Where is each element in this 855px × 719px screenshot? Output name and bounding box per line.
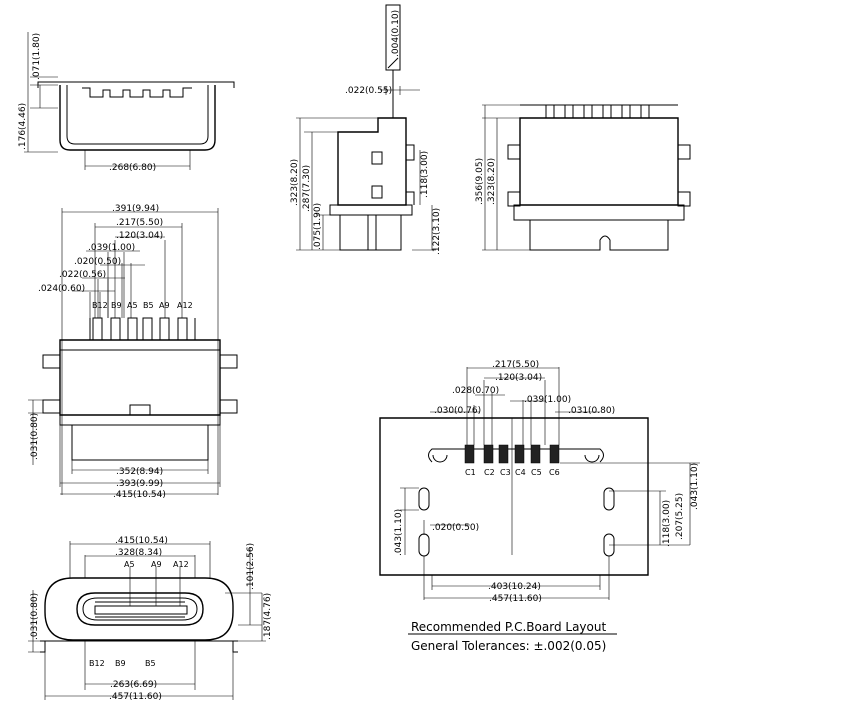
view-rear: .356(9.05) .323(8.20) (475, 104, 691, 251)
pin-label-b5: B5 (143, 301, 154, 310)
pin-label-a5: A5 (127, 301, 138, 310)
dim-h-287: .287(7.30) (302, 165, 312, 212)
view-front-top: .071(1.80) .176(4.46) .268(6.80) (18, 32, 235, 173)
dim-rear-h-356: .356(9.05) (475, 158, 485, 205)
dim-height-176: .176(4.46) (18, 103, 28, 150)
dim-pcb-h-118: .118(3.00) (662, 500, 672, 547)
dim-pin-022: .022(0.55) (345, 86, 392, 96)
pad-c1 (464, 444, 475, 464)
pad-c6 (549, 444, 560, 464)
dim-height-071: .071(1.80) (32, 33, 42, 80)
dim-pcb-w-217: .217(5.50) (492, 360, 539, 370)
dim-top-w-217: .217(5.50) (116, 218, 163, 228)
pcb-layout-title: Recommended P.C.Board Layout (411, 620, 606, 634)
dim-top-w-120: .120(3.04) (116, 231, 163, 241)
dim-h-118: .118(3.00) (420, 151, 430, 198)
pin-label-front-a12: A12 (173, 560, 189, 569)
dim-front-h-101: .101(2.56) (246, 543, 256, 590)
dim-pcb-h-207: .207(5.25) (675, 493, 685, 540)
dim-h-075: .075(1.90) (313, 203, 323, 250)
dim-front-w-328: .328(8.34) (115, 548, 162, 558)
dim-front-h-031: .031(0.80) (30, 593, 40, 640)
pin-label-front-b12: B12 (89, 659, 105, 668)
dim-width-268: .268(6.80) (109, 163, 156, 173)
dim-pcb-w-457: .457(11.60) (489, 594, 542, 604)
pin-label-b12: B12 (92, 301, 108, 310)
pin-label-front-a9: A9 (151, 560, 162, 569)
dim-front-w-263: .263(6.69) (110, 680, 157, 690)
dim-top-w-022: .022(0.56) (59, 270, 106, 280)
dim-pcb-h-043-right: .043(1.10) (690, 463, 700, 510)
dim-pcb-w-028: .028(0.70) (452, 386, 499, 396)
pad-label-c1: C1 (465, 468, 476, 477)
dim-pcb-w-030: .030(0.76) (434, 406, 481, 416)
view-front: .415(10.54) .328(8.34) A5 A9 A12 .101(2.… (28, 536, 273, 702)
dim-top-h-031: .031(0.80) (30, 413, 40, 460)
dim-rear-h-323: .323(8.20) (487, 158, 497, 205)
dim-front-w-415: .415(10.54) (115, 536, 168, 546)
pad-c2 (483, 444, 494, 464)
dim-top-w-352: .352(8.94) (116, 467, 163, 477)
pin-label-b9: B9 (111, 301, 122, 310)
view-top: .391(9.94) .217(5.50) .120(3.04) .039(1.… (28, 204, 238, 500)
dim-flatness: .004(0.10) (391, 10, 401, 57)
dim-pcb-w-120: .120(3.04) (495, 373, 542, 383)
pin-label-a9: A9 (159, 301, 170, 310)
pad-label-c3: C3 (500, 468, 511, 477)
pin-label-front-b9: B9 (115, 659, 126, 668)
pin-label-front-a5: A5 (124, 560, 135, 569)
dim-h-122: .122(3.10) (432, 208, 442, 255)
dim-top-w-039: .039(1.00) (88, 243, 135, 253)
pin-label-front-b5: B5 (145, 659, 156, 668)
dim-top-w-415: .415(10.54) (113, 490, 166, 500)
pad-c5 (530, 444, 541, 464)
general-tolerances: General Tolerances: ±.002(0.05) (411, 639, 606, 653)
pad-label-c2: C2 (484, 468, 495, 477)
dim-front-w-457: .457(11.60) (109, 692, 162, 702)
pad-label-c5: C5 (531, 468, 542, 477)
pad-label-c4: C4 (515, 468, 526, 477)
dim-top-w-393: .393(9.99) (116, 479, 163, 489)
pad-label-c6: C6 (549, 468, 560, 477)
dim-pcb-w-039: .039(1.00) (524, 395, 571, 405)
dim-top-w-020: .020(0.50) (74, 257, 121, 267)
dim-top-w-391: .391(9.94) (112, 204, 159, 214)
view-pcb-layout: C1 C2 C3 C4 C5 C6 .217(5.50) .120(3.04) … (379, 360, 700, 653)
pad-c3 (498, 444, 509, 464)
dim-h-323: .323(8.20) (290, 159, 300, 206)
dim-top-w-024: .024(0.60) (38, 284, 85, 294)
dim-pcb-w-031: .031(0.80) (568, 406, 615, 416)
pin-label-a12: A12 (177, 301, 193, 310)
dim-pcb-h-043-left: .043(1.10) (394, 509, 404, 556)
dim-pcb-w-403: .403(10.24) (488, 582, 541, 592)
pad-c4 (514, 444, 525, 464)
dim-pcb-w-020: .020(0.50) (432, 523, 479, 533)
dim-front-h-187: .187(4.76) (263, 593, 273, 640)
view-side: .004(0.10) .022(0.55) .323(8.20) .287(7.… (290, 4, 442, 255)
